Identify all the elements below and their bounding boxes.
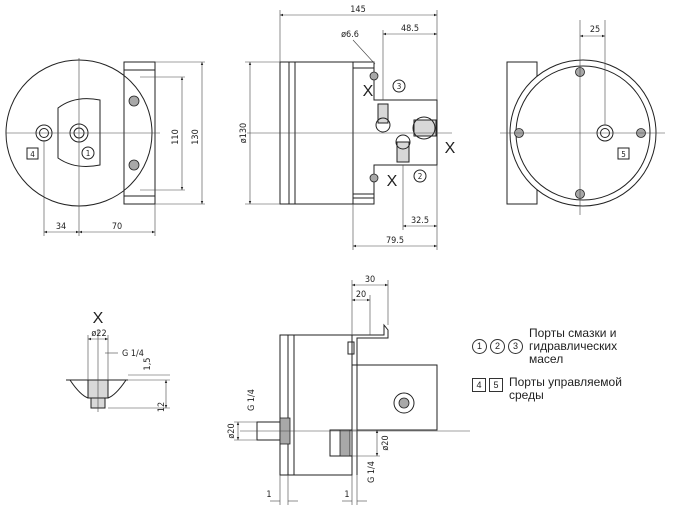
legend-circle-1: 1	[472, 339, 487, 354]
dim-30: 30	[365, 275, 375, 285]
legend-row-lubrication: 1 2 3 Порты смазки и гидравлических масе…	[472, 327, 672, 366]
circle-2-mark: 2	[418, 172, 423, 181]
left-end-view	[5, 58, 205, 236]
side-view	[245, 10, 452, 250]
detail-x-view	[66, 330, 170, 412]
right-end-view	[500, 20, 665, 215]
dim-20: 20	[356, 290, 366, 300]
legend-circle-markers: 1 2 3	[472, 339, 523, 354]
dim-g14-left: G 1/4	[247, 389, 257, 411]
dim-25: 25	[590, 25, 600, 35]
x-marker-top-left: X	[363, 83, 374, 100]
legend-row-medium: 4 5 Порты управляемой среды	[472, 376, 672, 402]
dim-34: 34	[56, 222, 66, 232]
legend-circle-2: 2	[490, 339, 505, 354]
dim-g14-right: G 1/4	[367, 461, 377, 483]
legend-circle-3: 3	[508, 339, 523, 354]
x-marker-right: X	[445, 140, 456, 157]
legend: 1 2 3 Порты смазки и гидравлических масе…	[472, 327, 672, 412]
legend-square-markers: 4 5	[472, 378, 503, 392]
dim-phi-20-right: ø20	[381, 435, 391, 450]
dim-70: 70	[112, 222, 122, 232]
dim-1-5: 1,5	[143, 358, 153, 371]
legend-medium-text: Порты управляемой среды	[509, 375, 622, 402]
dim-phi-22: ø22	[91, 329, 106, 339]
dim-1-left: 1	[266, 490, 271, 500]
dim-phi-6-6: ø6.6	[341, 30, 359, 40]
dim-12: 12	[157, 402, 167, 412]
circle-1-mark: 1	[86, 149, 91, 158]
square-5-mark: 5	[621, 150, 626, 159]
dim-79-5: 79.5	[386, 236, 404, 246]
x-marker-detail: X	[93, 310, 104, 327]
dim-g14-detail: G 1/4	[122, 349, 144, 359]
dim-32-5: 32.5	[411, 216, 429, 226]
dim-1-right: 1	[344, 490, 349, 500]
dim-130-left: 130	[191, 129, 201, 144]
circle-3-mark: 3	[397, 82, 402, 91]
dim-phi-130: ø130	[239, 123, 249, 143]
bottom-side-view	[234, 280, 470, 505]
dim-145: 145	[350, 5, 365, 15]
dim-110: 110	[171, 129, 181, 144]
dim-phi-20-left: ø20	[227, 423, 237, 438]
square-4-mark: 4	[30, 150, 35, 159]
dim-48-5: 48.5	[401, 24, 419, 34]
x-marker-bottom: X	[387, 173, 398, 190]
legend-square-5: 5	[489, 378, 503, 392]
legend-square-4: 4	[472, 378, 486, 392]
legend-lubrication-text: Порты смазки и гидравлических масел	[529, 326, 618, 366]
